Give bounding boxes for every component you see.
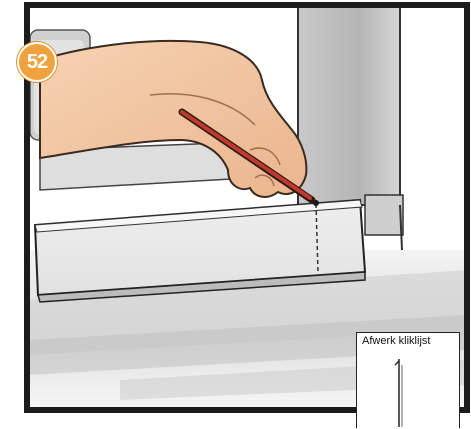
detail-inset: Afwerk kliklijst — [356, 332, 460, 428]
detail-title: Afwerk kliklijst — [362, 335, 459, 347]
step-number-badge: 52 — [17, 42, 57, 82]
trim-profile-icon — [357, 351, 461, 429]
